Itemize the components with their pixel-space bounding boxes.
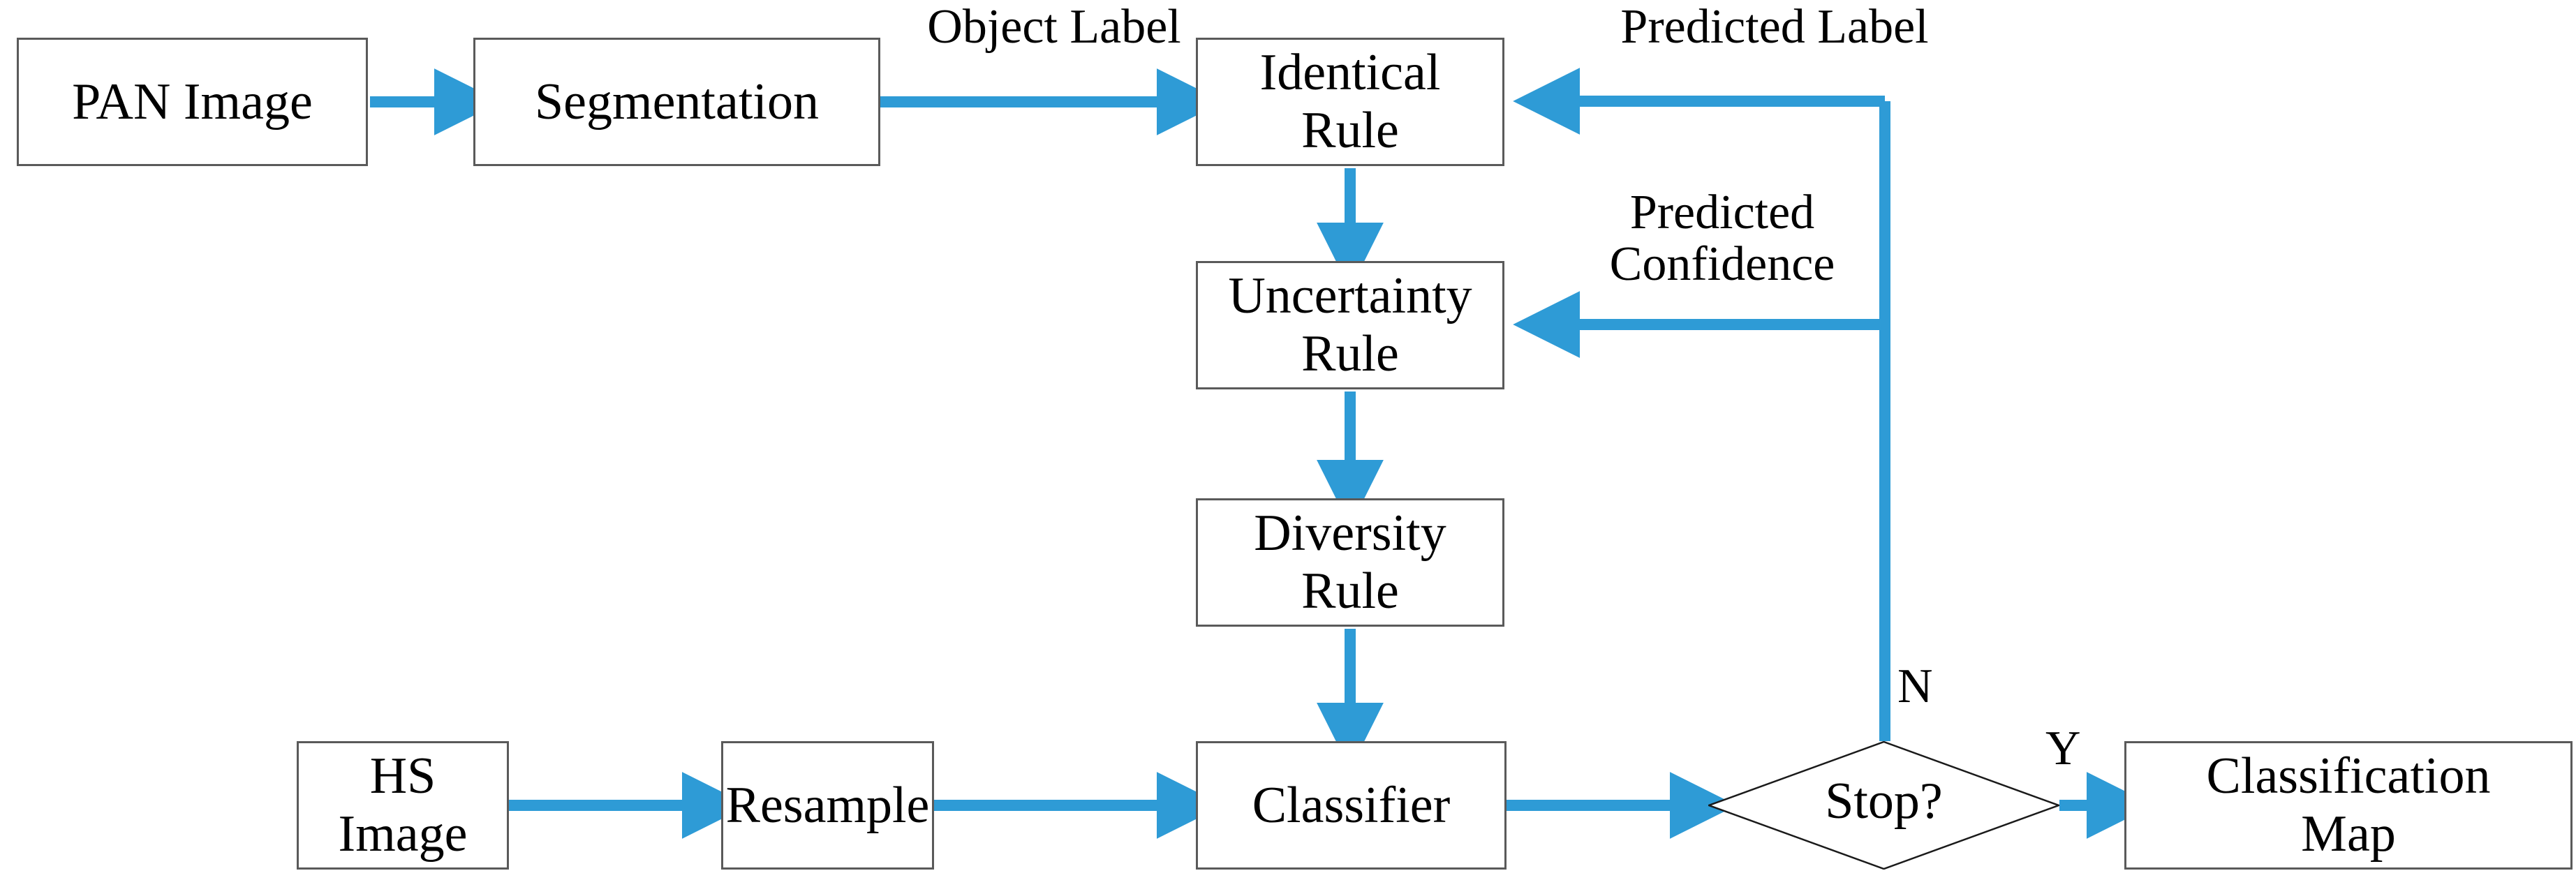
node-hs-image[interactable]: HS Image [297, 741, 509, 870]
node-classification-map[interactable]: Classification Map [2124, 741, 2573, 870]
edge-label-predicted-confidence: Predicted Confidence [1609, 186, 1835, 291]
node-resample-label: Resample [725, 776, 930, 834]
edge-label-object-label: Object Label [927, 0, 1181, 54]
node-identical-rule[interactable]: Identical Rule [1196, 38, 1504, 166]
edge-label-branch-yes: Y [2045, 722, 2081, 775]
node-resample[interactable]: Resample [721, 741, 934, 870]
diamond-shape [1708, 741, 2059, 870]
node-diversity-rule-label: Diversity Rule [1254, 505, 1446, 620]
node-segmentation-label: Segmentation [535, 73, 819, 131]
node-stop-decision[interactable]: Stop? [1708, 741, 2059, 870]
node-pan-image-label: PAN Image [72, 73, 313, 131]
node-hs-image-label: HS Image [338, 747, 468, 863]
node-classifier-label: Classifier [1252, 776, 1451, 834]
node-classifier[interactable]: Classifier [1196, 741, 1507, 870]
node-identical-rule-label: Identical Rule [1259, 44, 1441, 159]
node-uncertainty-rule-label: Uncertainty Rule [1228, 267, 1472, 382]
node-diversity-rule[interactable]: Diversity Rule [1196, 498, 1504, 627]
node-stop-decision-label: Stop? [1825, 773, 1943, 830]
edge-label-predicted-label: Predicted Label [1620, 0, 1929, 54]
node-uncertainty-rule[interactable]: Uncertainty Rule [1196, 261, 1504, 389]
node-segmentation[interactable]: Segmentation [473, 38, 880, 166]
node-pan-image[interactable]: PAN Image [17, 38, 368, 166]
node-classification-map-label: Classification Map [2206, 747, 2491, 863]
edge-label-branch-no: N [1897, 659, 1933, 713]
